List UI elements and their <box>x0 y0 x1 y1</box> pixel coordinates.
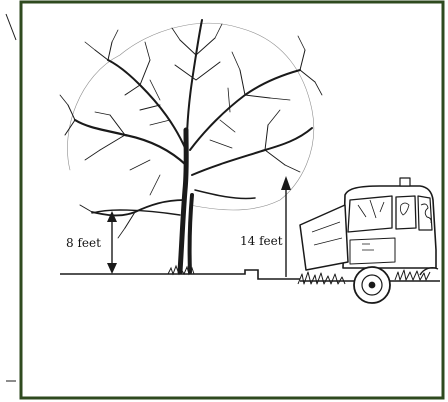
corner-tick-top <box>6 14 16 40</box>
label-14-feet: 14 feet <box>240 234 283 248</box>
label-8-feet: 8 feet <box>66 236 101 250</box>
